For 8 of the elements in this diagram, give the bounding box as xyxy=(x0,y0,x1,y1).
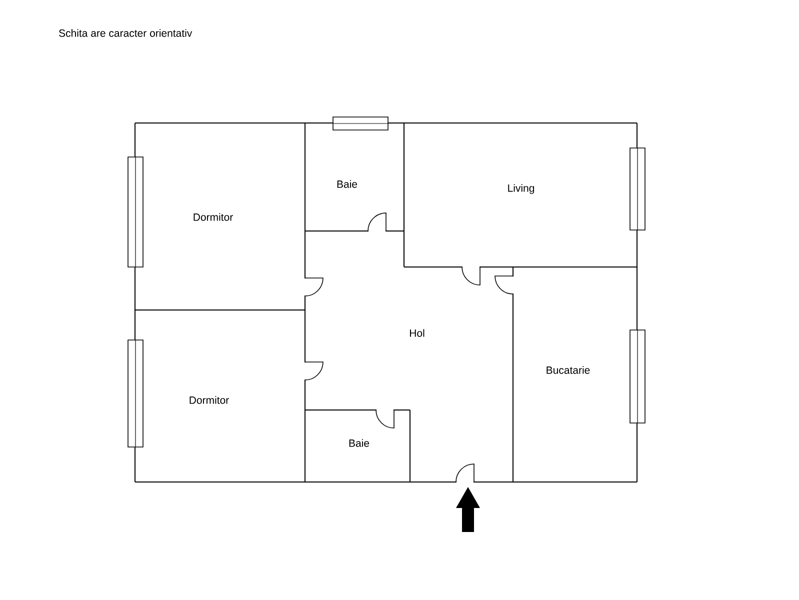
room-label: Baie xyxy=(349,439,370,447)
room-label: Dormitor xyxy=(190,396,229,404)
room-label: Living xyxy=(508,184,534,194)
room-label: Dormitor xyxy=(194,213,233,221)
title: Schita are caracter orientativ xyxy=(59,29,192,37)
room-label: Baie xyxy=(337,180,358,188)
room-label: Hol xyxy=(410,329,424,337)
room-label: Bucatarie xyxy=(546,366,590,374)
